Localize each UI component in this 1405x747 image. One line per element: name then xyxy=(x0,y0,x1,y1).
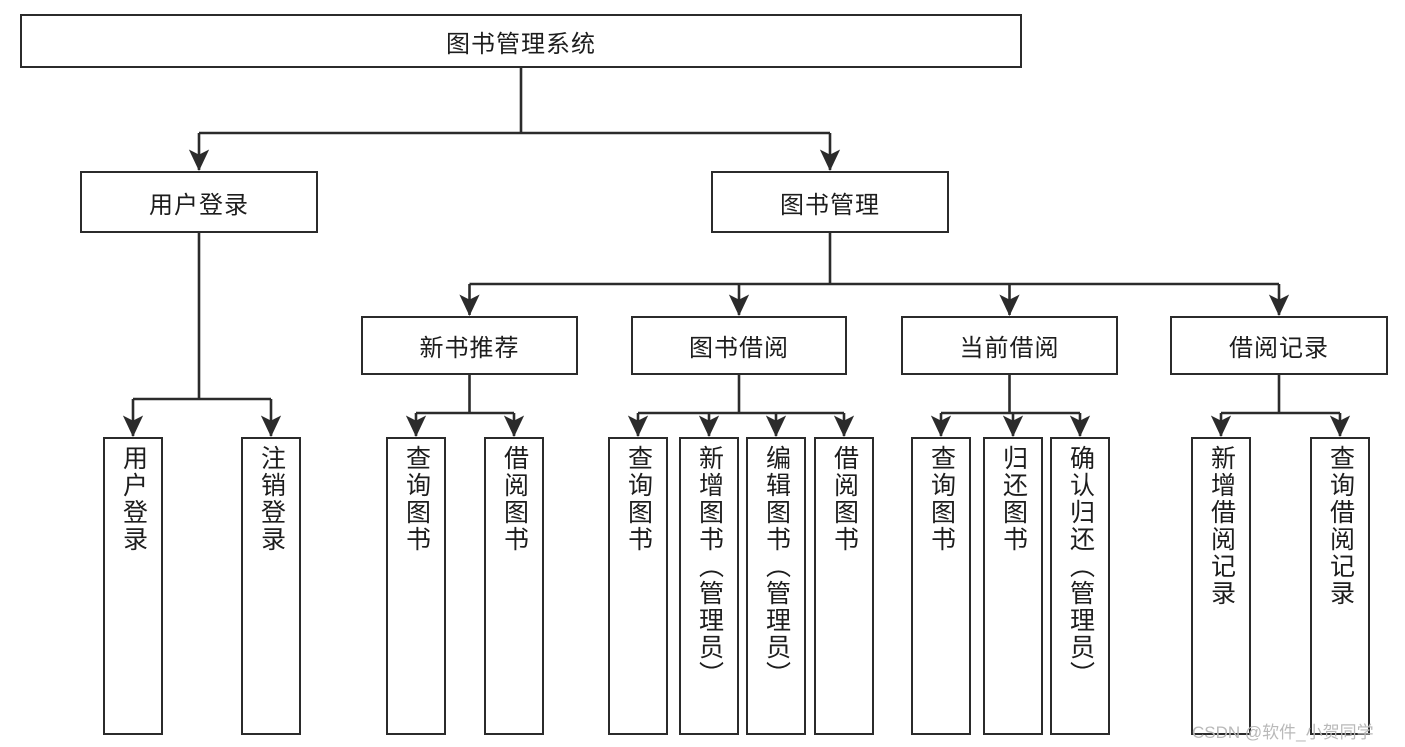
node-new-book-rec[interactable]: 新书推荐 xyxy=(361,316,578,375)
node-leaf-query-book-1[interactable]: 查询图书 xyxy=(386,437,446,735)
node-book-borrow[interactable]: 图书借阅 xyxy=(631,316,847,375)
node-leaf-borrow-book-1[interactable]: 借阅图书 xyxy=(484,437,544,735)
node-leaf-query-book-2[interactable]: 查询图书 xyxy=(608,437,668,735)
node-leaf-edit-book[interactable]: 编辑图书（管理员） xyxy=(746,437,806,735)
csdn-watermark: CSDN @软件_小贺同学 xyxy=(1192,723,1374,742)
node-leaf-user-login[interactable]: 用户登录 xyxy=(103,437,163,735)
node-leaf-query-record[interactable]: 查询借阅记录 xyxy=(1310,437,1370,735)
node-label-user-login: 用户登录 xyxy=(149,191,249,219)
node-leaf-return-book[interactable]: 归还图书 xyxy=(983,437,1043,735)
node-leaf-confirm-return[interactable]: 确认归还（管理员） xyxy=(1050,437,1110,735)
node-label-book-borrow: 图书借阅 xyxy=(689,335,789,362)
node-label-current-borrow: 当前借阅 xyxy=(959,335,1060,362)
node-label-leaf-user-login: 用户登录 xyxy=(119,445,148,553)
node-label-leaf-logout: 注销登录 xyxy=(257,445,286,553)
node-label-new-book-rec: 新书推荐 xyxy=(419,335,520,362)
node-label-leaf-confirm-return: 确认归还（管理员） xyxy=(1066,445,1095,688)
node-label-leaf-query-book-1: 查询图书 xyxy=(402,445,431,553)
node-label-leaf-edit-book: 编辑图书（管理员） xyxy=(762,445,791,688)
node-label-root: 图书管理系统 xyxy=(446,30,596,58)
node-current-borrow[interactable]: 当前借阅 xyxy=(901,316,1118,375)
node-label-borrow-record: 借阅记录 xyxy=(1229,335,1329,362)
node-label-leaf-query-book-3: 查询图书 xyxy=(927,445,956,553)
node-book-manage[interactable]: 图书管理 xyxy=(711,171,949,233)
node-root[interactable]: 图书管理系统 xyxy=(20,14,1022,68)
node-label-leaf-query-book-2: 查询图书 xyxy=(624,445,653,553)
node-label-leaf-borrow-book-2: 借阅图书 xyxy=(830,445,859,553)
node-label-book-manage: 图书管理 xyxy=(780,191,880,219)
node-user-login[interactable]: 用户登录 xyxy=(80,171,318,233)
node-leaf-add-record[interactable]: 新增借阅记录 xyxy=(1191,437,1251,735)
node-borrow-record[interactable]: 借阅记录 xyxy=(1170,316,1388,375)
node-label-leaf-query-record: 查询借阅记录 xyxy=(1326,445,1355,607)
node-leaf-add-book[interactable]: 新增图书（管理员） xyxy=(679,437,739,735)
node-leaf-borrow-book-2[interactable]: 借阅图书 xyxy=(814,437,874,735)
node-label-leaf-add-record: 新增借阅记录 xyxy=(1207,445,1236,607)
node-leaf-logout[interactable]: 注销登录 xyxy=(241,437,301,735)
node-leaf-query-book-3[interactable]: 查询图书 xyxy=(911,437,971,735)
node-label-leaf-add-book: 新增图书（管理员） xyxy=(695,445,724,688)
node-label-leaf-borrow-book-1: 借阅图书 xyxy=(500,445,529,553)
node-label-leaf-return-book: 归还图书 xyxy=(999,445,1028,553)
